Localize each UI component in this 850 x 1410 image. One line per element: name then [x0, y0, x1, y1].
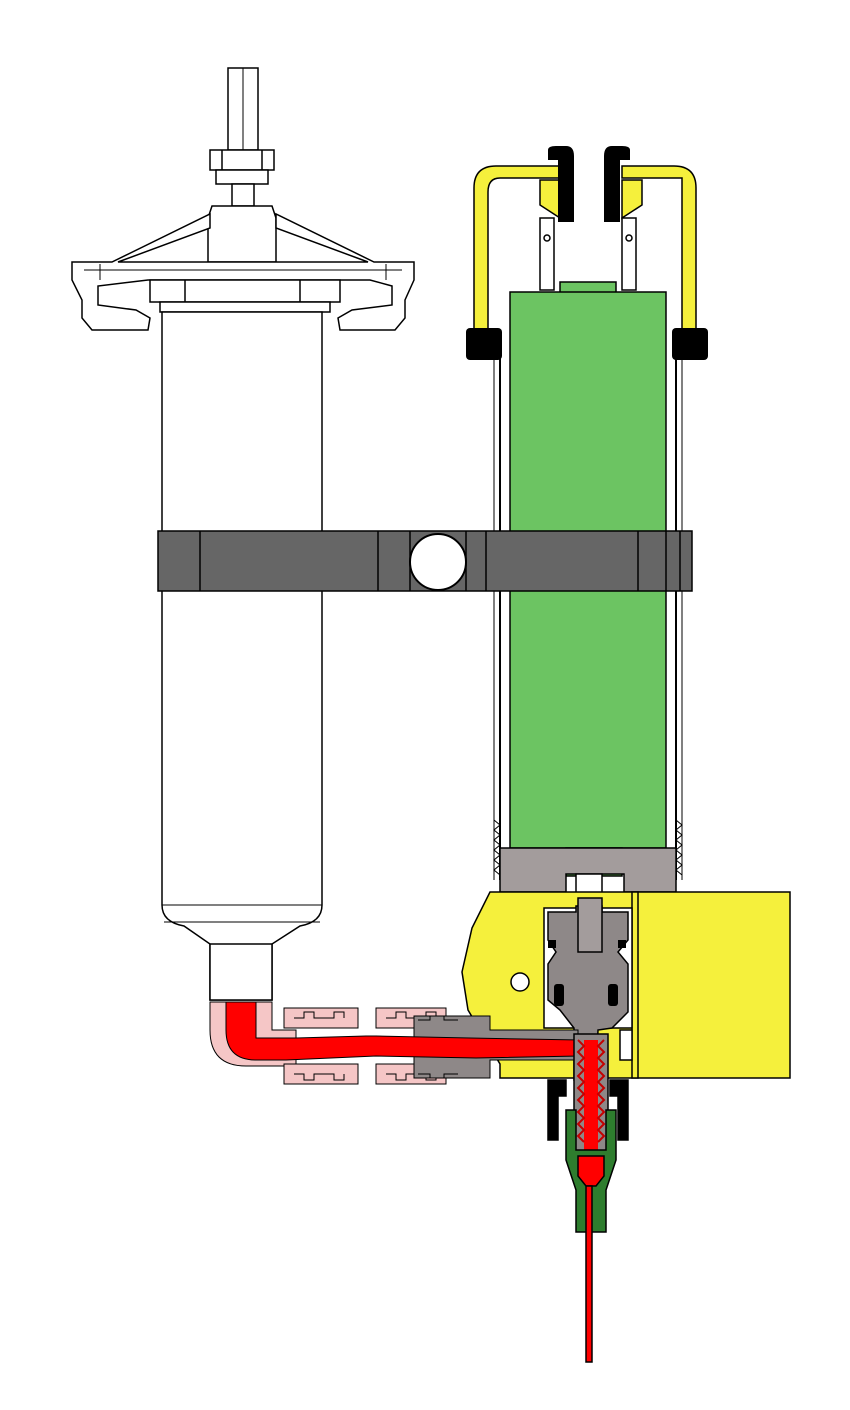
- clamp-screw-hole: [409, 533, 467, 591]
- syringe-tip: [209, 943, 273, 1001]
- dispense-needle: [585, 1185, 593, 1363]
- fluid-channel: [584, 1040, 598, 1150]
- lower-block: [499, 847, 677, 895]
- valve-housing: [493, 330, 683, 880]
- fluid-feed-line: [209, 1001, 581, 1085]
- nozzle-assembly: [547, 1033, 629, 1363]
- fluid-path: [225, 1001, 581, 1061]
- mounting-clamp: [157, 530, 693, 592]
- top-clips: [466, 146, 708, 360]
- pivot-hole: [510, 972, 530, 992]
- adapter-cap: [71, 212, 415, 331]
- hose-nut: [209, 149, 275, 171]
- terminals: [539, 217, 637, 291]
- syringe-assembly: [71, 67, 415, 1001]
- o-rings: [548, 940, 626, 1006]
- cap-hub: [207, 205, 277, 263]
- syringe-barrel: [161, 311, 323, 1001]
